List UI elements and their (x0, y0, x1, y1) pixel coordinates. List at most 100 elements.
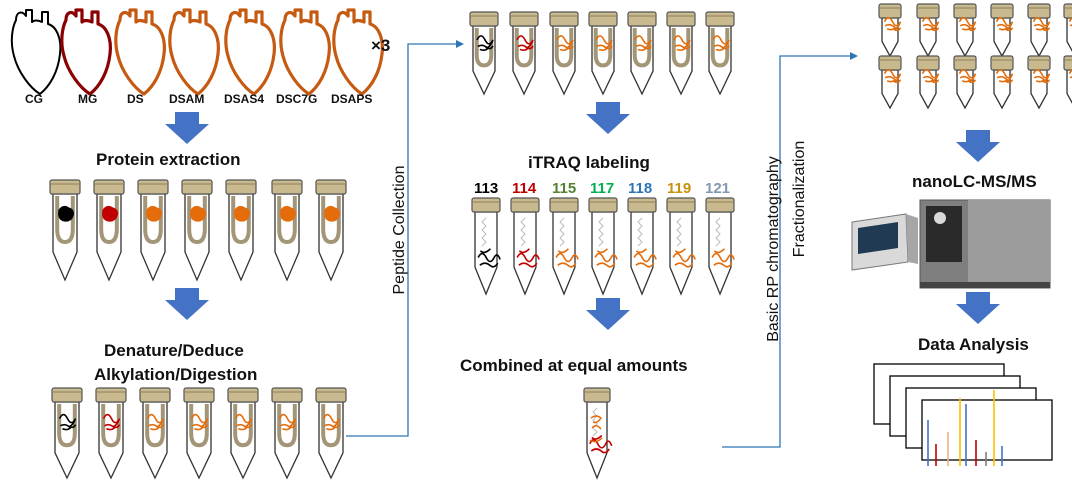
peptide-tube (469, 11, 499, 96)
tube-body (1030, 69, 1048, 110)
digestion-tube (183, 387, 215, 480)
peptide-sample (1032, 16, 1051, 32)
itraq-tag-121: 121 (705, 180, 731, 197)
tube-insert (55, 196, 75, 245)
sample-label-dsaps: DSAPS (331, 92, 373, 106)
peptide-sample (634, 35, 652, 52)
peptide-sample (190, 413, 209, 431)
nanolc-side (906, 214, 918, 264)
itraq-tag-structure (520, 217, 526, 247)
itraq-tag-structure (559, 217, 565, 247)
itraq-tag-structure (481, 217, 487, 247)
tube-insert (277, 196, 297, 245)
tube-body (956, 17, 974, 58)
sample-label-dsas4: DSAS4 (224, 92, 265, 106)
tube-body (591, 211, 615, 296)
tube-cap (137, 179, 169, 195)
tube-body (474, 211, 498, 296)
tube-cap (990, 55, 1014, 71)
arrow-to-itraq (586, 102, 630, 134)
tube-body (993, 69, 1011, 110)
heart-outline (279, 8, 331, 96)
fraction-tube (878, 3, 902, 58)
fraction-tube (953, 55, 977, 110)
tube-insert (514, 28, 534, 68)
peptide-sample (673, 35, 691, 52)
connector-fractionation (722, 55, 855, 448)
denature-label: Denature/Deduce (104, 341, 244, 360)
heart-outline (168, 8, 220, 96)
tube-body (993, 17, 1011, 58)
fraction-tube (1063, 3, 1072, 52)
extraction-tube (93, 179, 125, 282)
labeled-tube (666, 197, 696, 296)
heart-icon (332, 8, 384, 96)
tube-cap (878, 3, 902, 19)
labeled-peptide (516, 248, 540, 268)
protein-sample (146, 205, 162, 222)
labeled-peptide (672, 248, 696, 268)
peptide-sample (958, 16, 977, 32)
ms-base (920, 282, 1050, 288)
fraction-tube (1063, 55, 1072, 104)
labeled-peptide (477, 248, 501, 268)
heart-icon (60, 8, 112, 96)
fraction-tube (916, 3, 940, 58)
tube-cap (627, 197, 657, 213)
itraq-tag-structure (637, 217, 643, 247)
extraction-tube (49, 179, 81, 282)
protein-sample (280, 205, 296, 222)
labeled-peptide (555, 248, 579, 268)
heart-outline (60, 8, 112, 96)
tube-cap (666, 11, 696, 27)
itraq-tag-114: 114 (512, 180, 537, 197)
peptide-tube (705, 11, 735, 96)
tube-cap (666, 197, 696, 213)
tube-cap (271, 179, 303, 195)
ms-source (934, 212, 946, 224)
data-analysis-label: Data Analysis (918, 335, 1029, 354)
tube-cap (953, 3, 977, 19)
fraction-tube (878, 55, 902, 110)
tube-body (881, 17, 899, 58)
digestion-tube (139, 387, 171, 480)
tube-insert (671, 28, 691, 68)
heart-outline (114, 8, 166, 96)
labeled-peptide (594, 248, 618, 268)
heart-outline (332, 8, 384, 96)
extraction-tube (225, 179, 257, 282)
tube-cap (1027, 55, 1051, 71)
tube-cap (549, 197, 579, 213)
peptide-sample (595, 35, 613, 52)
tube-insert (710, 28, 730, 68)
protein-sample (102, 205, 118, 222)
tube-cap (627, 11, 657, 27)
sample-label-mg: MG (78, 92, 98, 106)
tube-body (513, 211, 537, 296)
tube-insert (57, 404, 77, 448)
peptide-sample (102, 413, 121, 431)
tube-cap (1027, 3, 1051, 19)
itraq-labeling-label: iTRAQ labeling (528, 153, 650, 172)
tube-cap (1063, 3, 1072, 19)
sample-label-ds: DS (127, 92, 144, 106)
labeled-tube (627, 197, 657, 296)
tube-body (919, 69, 937, 110)
tube-insert (474, 28, 494, 68)
spectrum-frame (921, 399, 1053, 461)
arrow-to-digestion (165, 288, 209, 320)
tube-cap (1063, 55, 1072, 71)
peptide-tube (588, 11, 618, 96)
heart-outline (10, 9, 62, 95)
tube-cap (990, 3, 1014, 19)
peptide-sample (516, 35, 534, 52)
peptide-sample (1032, 68, 1051, 84)
fraction-tube (990, 3, 1014, 58)
peptide-sample (556, 35, 574, 52)
tube-body (919, 17, 937, 58)
tube-insert (277, 404, 297, 448)
tube-cap (916, 3, 940, 19)
tube-cap (878, 55, 902, 71)
tube-cap (315, 387, 347, 403)
tube-cap (183, 387, 215, 403)
